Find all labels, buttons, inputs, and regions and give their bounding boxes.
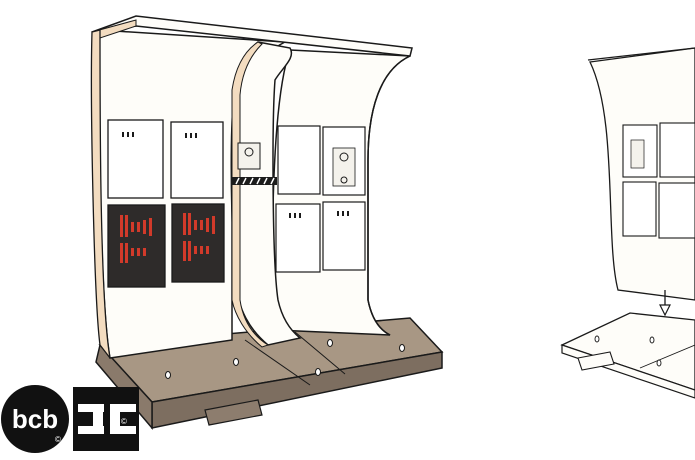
left-upper-cabinets (107, 119, 224, 199)
left-wall-edge (90, 29, 111, 359)
logo-jc: © (73, 387, 139, 451)
logo-bcb-text: bcb (12, 404, 58, 434)
secondary-view (560, 47, 695, 399)
hazard-stripe-band (231, 177, 277, 185)
header-beam (90, 15, 413, 57)
right-cabinets (275, 125, 366, 273)
logo-bcb: bcb © (1, 385, 69, 453)
down-arrow-icon (659, 290, 671, 317)
right-curve-edge (367, 55, 411, 336)
left-lower-control-panels (107, 203, 225, 288)
copyright-mark: © (121, 417, 127, 426)
center-curved-pillar (230, 41, 302, 348)
copyright-mark: © (55, 435, 61, 444)
main-wall-assembly (90, 15, 444, 431)
